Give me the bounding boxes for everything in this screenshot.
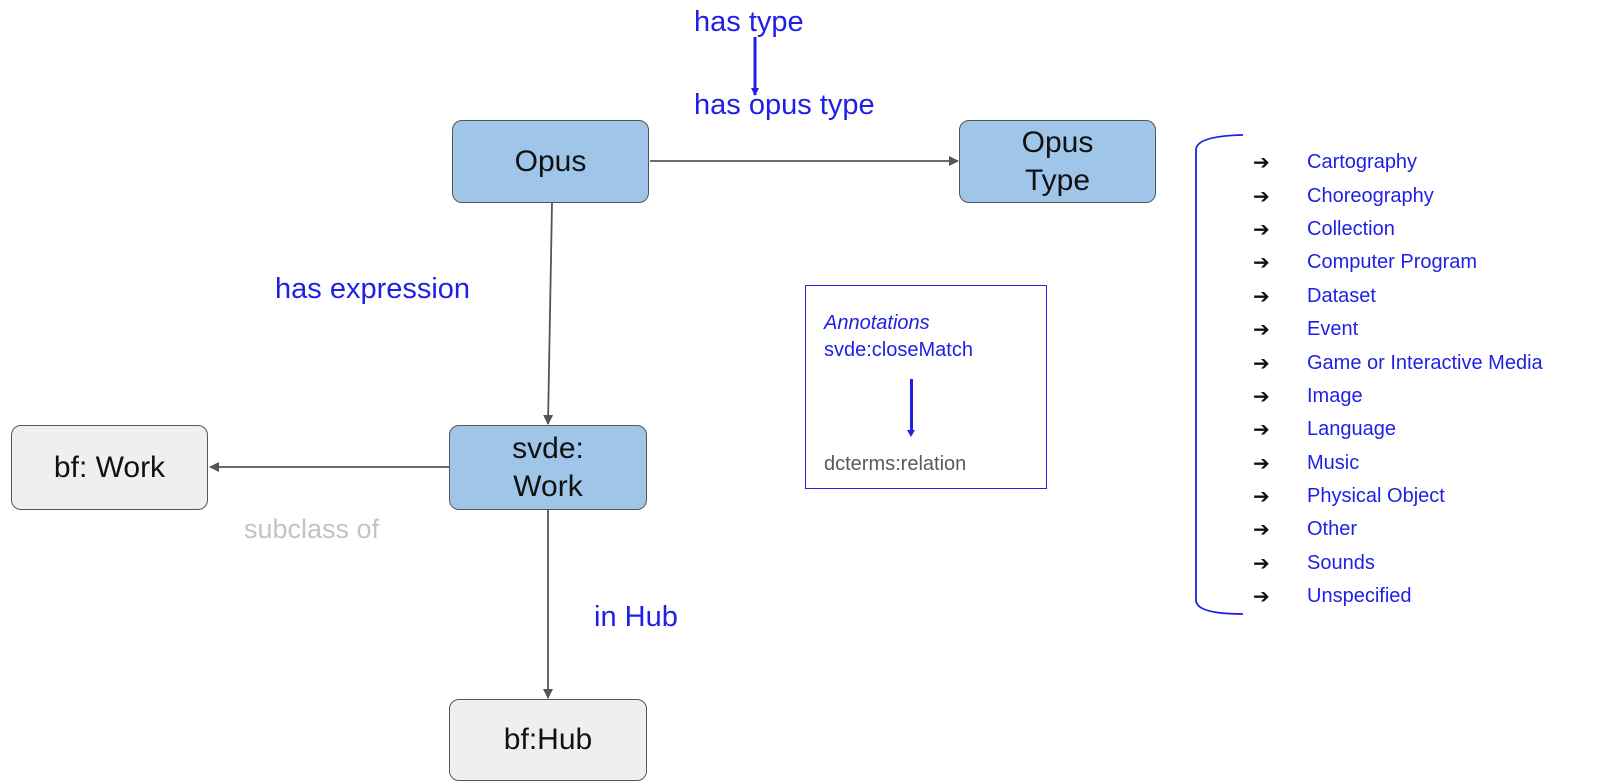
opus-type-label: Opus Type <box>1021 126 1094 197</box>
opus-type-item: ➔ Music <box>1253 447 1543 480</box>
arrow-icon: ➔ <box>1253 586 1270 609</box>
arrow-icon: ➔ <box>1253 552 1270 575</box>
annotations-title: Annotations <box>824 312 930 334</box>
bf-hub-node: bf:Hub <box>449 699 647 781</box>
opus-type-item: ➔ Unspecified <box>1253 580 1543 613</box>
opus-type-label: Event <box>1307 318 1359 341</box>
svde-work-label: svde: Work <box>512 432 584 503</box>
opus-type-label: Language <box>1307 418 1396 441</box>
opus-node: Opus <box>452 120 649 203</box>
arrow-icon: ➔ <box>1253 486 1270 509</box>
opus-type-list: ➔ Cartography ➔ Choreography ➔ Collection ➔ Com… <box>1253 146 1543 613</box>
opus-type-item: ➔ Dataset <box>1253 280 1543 313</box>
opus-type-label: Dataset <box>1307 284 1376 307</box>
opus-type-label: Cartography <box>1307 151 1418 174</box>
arrow-icon: ➔ <box>1253 185 1270 208</box>
opus-type-item: ➔ Cartography <box>1253 146 1543 179</box>
opus-type-item: ➔ Computer Program <box>1253 246 1543 279</box>
has-type-label: has type <box>694 6 804 38</box>
type-list-bracket <box>1195 134 1244 615</box>
opus-type-item: ➔ Choreography <box>1253 179 1543 212</box>
edge-has-expression <box>543 202 554 425</box>
opus-type-item: ➔ Other <box>1253 513 1543 546</box>
opus-type-item: ➔ Game or Interactive Media <box>1253 346 1543 379</box>
opus-type-item: ➔ Physical Object <box>1253 480 1543 513</box>
opus-type-label: Collection <box>1307 217 1395 240</box>
annotations-box: Annotations svde:closeMatch dcterms:rela… <box>805 285 1047 489</box>
opus-type-label: Sounds <box>1307 551 1375 574</box>
arrow-icon: ➔ <box>1253 519 1270 542</box>
opus-type-label: Choreography <box>1307 184 1434 207</box>
has-opus-type-label: has opus type <box>694 89 875 121</box>
opus-type-node: Opus Type <box>959 120 1156 203</box>
arrow-icon: ➔ <box>1253 218 1270 241</box>
opus-type-item: ➔ Image <box>1253 380 1543 413</box>
opus-type-item: ➔ Event <box>1253 313 1543 346</box>
arrow-icon: ➔ <box>1253 319 1270 342</box>
has-expression-label: has expression <box>275 273 471 305</box>
arrow-icon: ➔ <box>1253 419 1270 442</box>
annotation-source: svde:closeMatch <box>824 339 973 361</box>
opus-type-label: Game or Interactive Media <box>1307 351 1543 374</box>
in-hub-label: in Hub <box>594 601 678 633</box>
subclass-of-label: subclass of <box>244 514 380 544</box>
arrow-icon: ➔ <box>1253 452 1270 475</box>
opus-type-label: Image <box>1307 384 1363 407</box>
opus-type-label: Physical Object <box>1307 485 1445 508</box>
arrow-icon: ➔ <box>1253 152 1270 175</box>
opus-type-item: ➔ Language <box>1253 413 1543 446</box>
arrow-icon: ➔ <box>1253 385 1270 408</box>
opus-type-label: Unspecified <box>1307 585 1412 608</box>
opus-type-item: ➔ Sounds <box>1253 547 1543 580</box>
opus-type-item: ➔ Collection <box>1253 213 1543 246</box>
opus-type-label: Music <box>1307 451 1360 474</box>
bf-work-node: bf: Work <box>11 425 208 510</box>
opus-type-label: Other <box>1307 518 1358 541</box>
svde-work-node: svde: Work <box>449 425 647 510</box>
opus-type-label: Computer Program <box>1307 251 1478 274</box>
arrow-icon: ➔ <box>1253 352 1270 375</box>
arrow-icon: ➔ <box>1253 285 1270 308</box>
arrow-icon: ➔ <box>1253 252 1270 275</box>
annotation-arrow <box>907 379 915 437</box>
annotation-target: dcterms:relation <box>824 453 967 475</box>
